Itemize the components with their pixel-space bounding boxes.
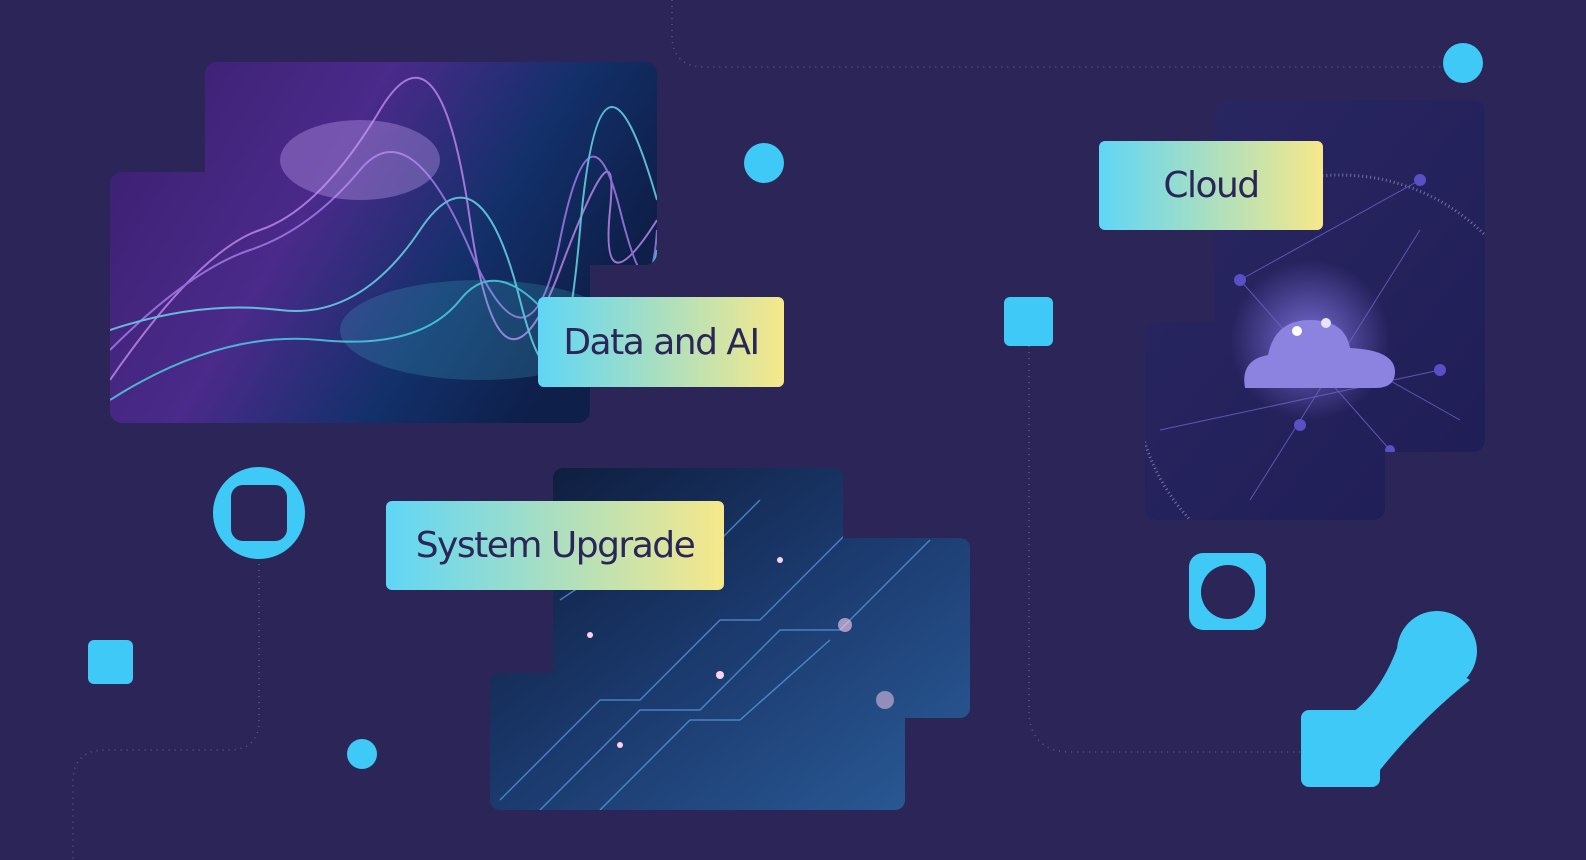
dotted-connectors	[72, 0, 1463, 860]
dot-bottom	[347, 739, 377, 769]
cloud-label: Cloud	[1099, 141, 1323, 230]
square-center	[1004, 297, 1053, 346]
square-left	[88, 640, 133, 684]
dot-top-right	[1443, 43, 1483, 83]
connector-blob	[1301, 611, 1477, 787]
data-ai-label: Data and AI	[538, 297, 784, 387]
system-upgrade-label: System Upgrade	[386, 501, 724, 590]
dot-center	[744, 143, 784, 183]
